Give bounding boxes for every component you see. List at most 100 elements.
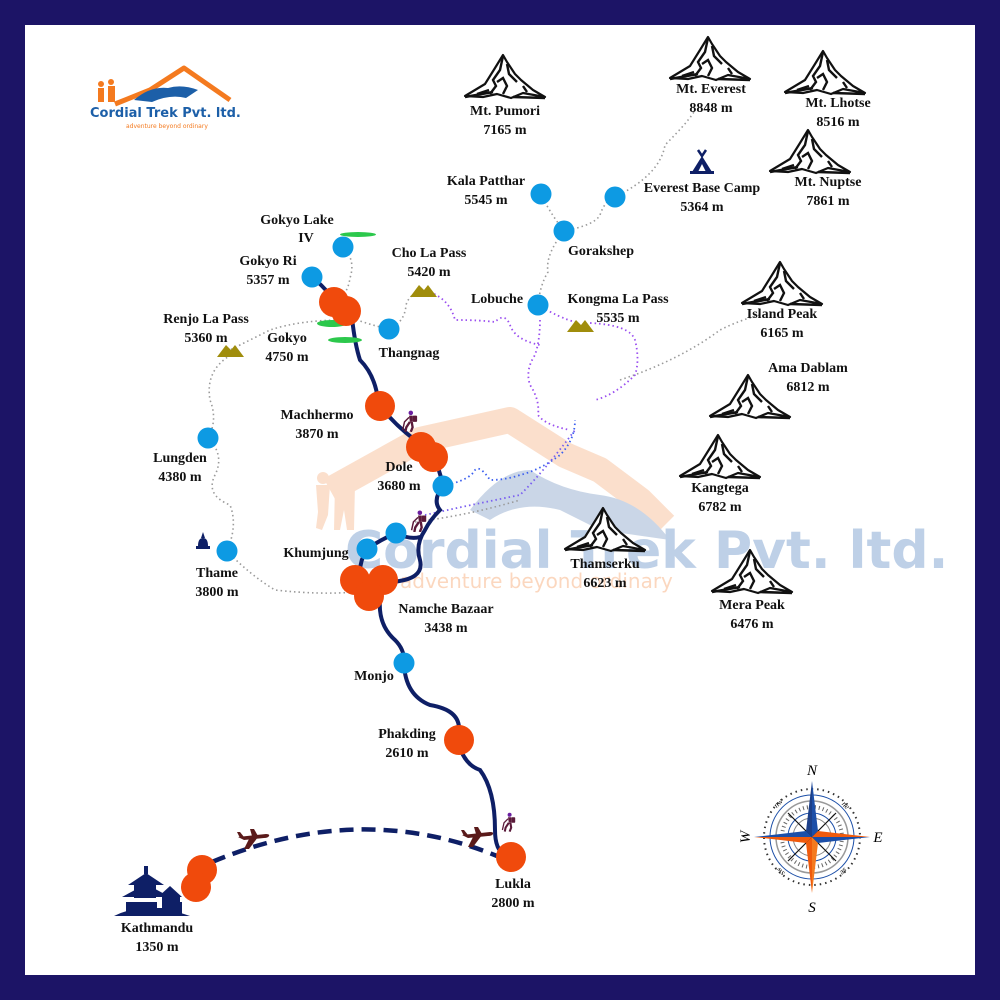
peak-elevation: 6782 m — [698, 500, 742, 515]
waypoint-name: Kala Patthar — [447, 174, 525, 189]
stop-gokyo[interactable]: Gokyo 4750 m — [265, 287, 361, 365]
waypoint-marker[interactable] — [385, 522, 407, 544]
pass-elevation: 5535 m — [596, 311, 640, 326]
waypoint-marker[interactable] — [530, 183, 552, 205]
compass-west: W — [738, 829, 754, 843]
mountain-icon — [740, 260, 824, 307]
overnight-marker[interactable] — [181, 872, 211, 902]
waypoint-marker[interactable] — [553, 220, 575, 242]
stupa-icon — [196, 532, 210, 549]
peak-name: Mera Peak — [719, 598, 785, 613]
overnight-marker[interactable] — [331, 296, 361, 326]
waypoint-khumjung[interactable]: Khumjung — [283, 538, 378, 562]
compass-north: N — [806, 763, 818, 779]
waypoint-thame[interactable]: Thame 3800 m — [195, 540, 239, 601]
compass-se: se — [838, 866, 849, 877]
mountain-icon — [668, 35, 752, 82]
peak-name: Mt. Lhotse — [805, 96, 870, 111]
waypoint-elevation: 3800 m — [195, 585, 239, 600]
peak-name: Ama Dablam — [768, 361, 848, 376]
peak-name: Mt. Pumori — [470, 104, 540, 119]
waypoint-name: Everest Base Camp — [644, 181, 761, 196]
compass-ne: ne — [840, 799, 852, 811]
waypoint-thangnag[interactable]: Thangnag — [378, 318, 440, 362]
plane-icon — [237, 829, 270, 849]
waypoint-marker[interactable] — [301, 266, 323, 288]
waypoint-marker[interactable] — [604, 186, 626, 208]
waypoint-marker[interactable] — [432, 475, 454, 497]
waypoint-point[interactable] — [385, 522, 407, 544]
waypoint-point[interactable] — [432, 475, 454, 497]
flight-route — [211, 827, 498, 865]
waypoint-marker[interactable] — [216, 540, 238, 562]
stop-name: Gokyo — [267, 331, 307, 346]
waypoint-monjo[interactable]: Monjo — [354, 652, 415, 685]
gokyo-lake-label-line1: Gokyo Lake — [260, 213, 334, 228]
stop-name: Kathmandu — [121, 921, 194, 936]
pass-name: Cho La Pass — [392, 246, 467, 261]
peak-elevation: 6812 m — [786, 380, 830, 395]
watermark-name: Cordial Trek Pvt. ltd. — [345, 521, 948, 581]
overnight-marker[interactable] — [418, 442, 448, 472]
pass-icon — [567, 320, 594, 332]
waypoint-marker[interactable] — [332, 236, 354, 258]
waypoint-name: Khumjung — [283, 546, 348, 561]
waypoint-name: Thame — [196, 566, 238, 581]
peak-elevation: 6165 m — [760, 326, 804, 341]
pass-trails — [424, 291, 639, 516]
peak-island-peak: Island Peak 6165 m — [740, 260, 824, 341]
pagoda-icon — [114, 866, 190, 916]
peak-elevation: 8848 m — [689, 101, 733, 116]
overnight-marker[interactable] — [354, 581, 384, 611]
waypoint-marker[interactable] — [356, 538, 378, 560]
stop-name: Namche Bazaar — [398, 602, 493, 617]
waypoint-gorakshep[interactable]: Gorakshep — [553, 220, 635, 260]
waypoint-name: Gokyo Ri — [239, 254, 296, 269]
peak-name: Thamserku — [570, 557, 639, 572]
stop-elevation: 2610 m — [385, 746, 429, 761]
waypoint-gokyo-lake-iv[interactable] — [332, 236, 354, 258]
stop-elevation: 3870 m — [295, 427, 339, 442]
waypoint-marker[interactable] — [393, 652, 415, 674]
lake-icon — [340, 232, 376, 237]
compass-south: S — [808, 900, 816, 916]
waypoint-name: Lungden — [153, 451, 207, 466]
overnight-marker[interactable] — [496, 842, 526, 872]
waypoint-elevation: 5545 m — [464, 193, 508, 208]
lake-icon — [328, 337, 362, 343]
waypoint-marker[interactable] — [527, 294, 549, 316]
waypoint-lobuche[interactable]: Lobuche — [471, 292, 549, 316]
stop-elevation: 4750 m — [265, 350, 309, 365]
waypoint-marker[interactable] — [378, 318, 400, 340]
overnight-marker[interactable] — [444, 725, 474, 755]
logo-name: Cordial Trek Pvt. ltd. — [90, 106, 241, 121]
hiker-icon — [501, 811, 516, 833]
peak-name: Island Peak — [747, 307, 818, 322]
overnight-marker[interactable] — [365, 391, 395, 421]
waypoint-kala-patthar[interactable]: Kala Patthar 5545 m — [447, 174, 552, 208]
mountain-icon — [768, 128, 852, 175]
mountain-icon — [708, 373, 792, 420]
waypoint-marker[interactable] — [197, 427, 219, 449]
